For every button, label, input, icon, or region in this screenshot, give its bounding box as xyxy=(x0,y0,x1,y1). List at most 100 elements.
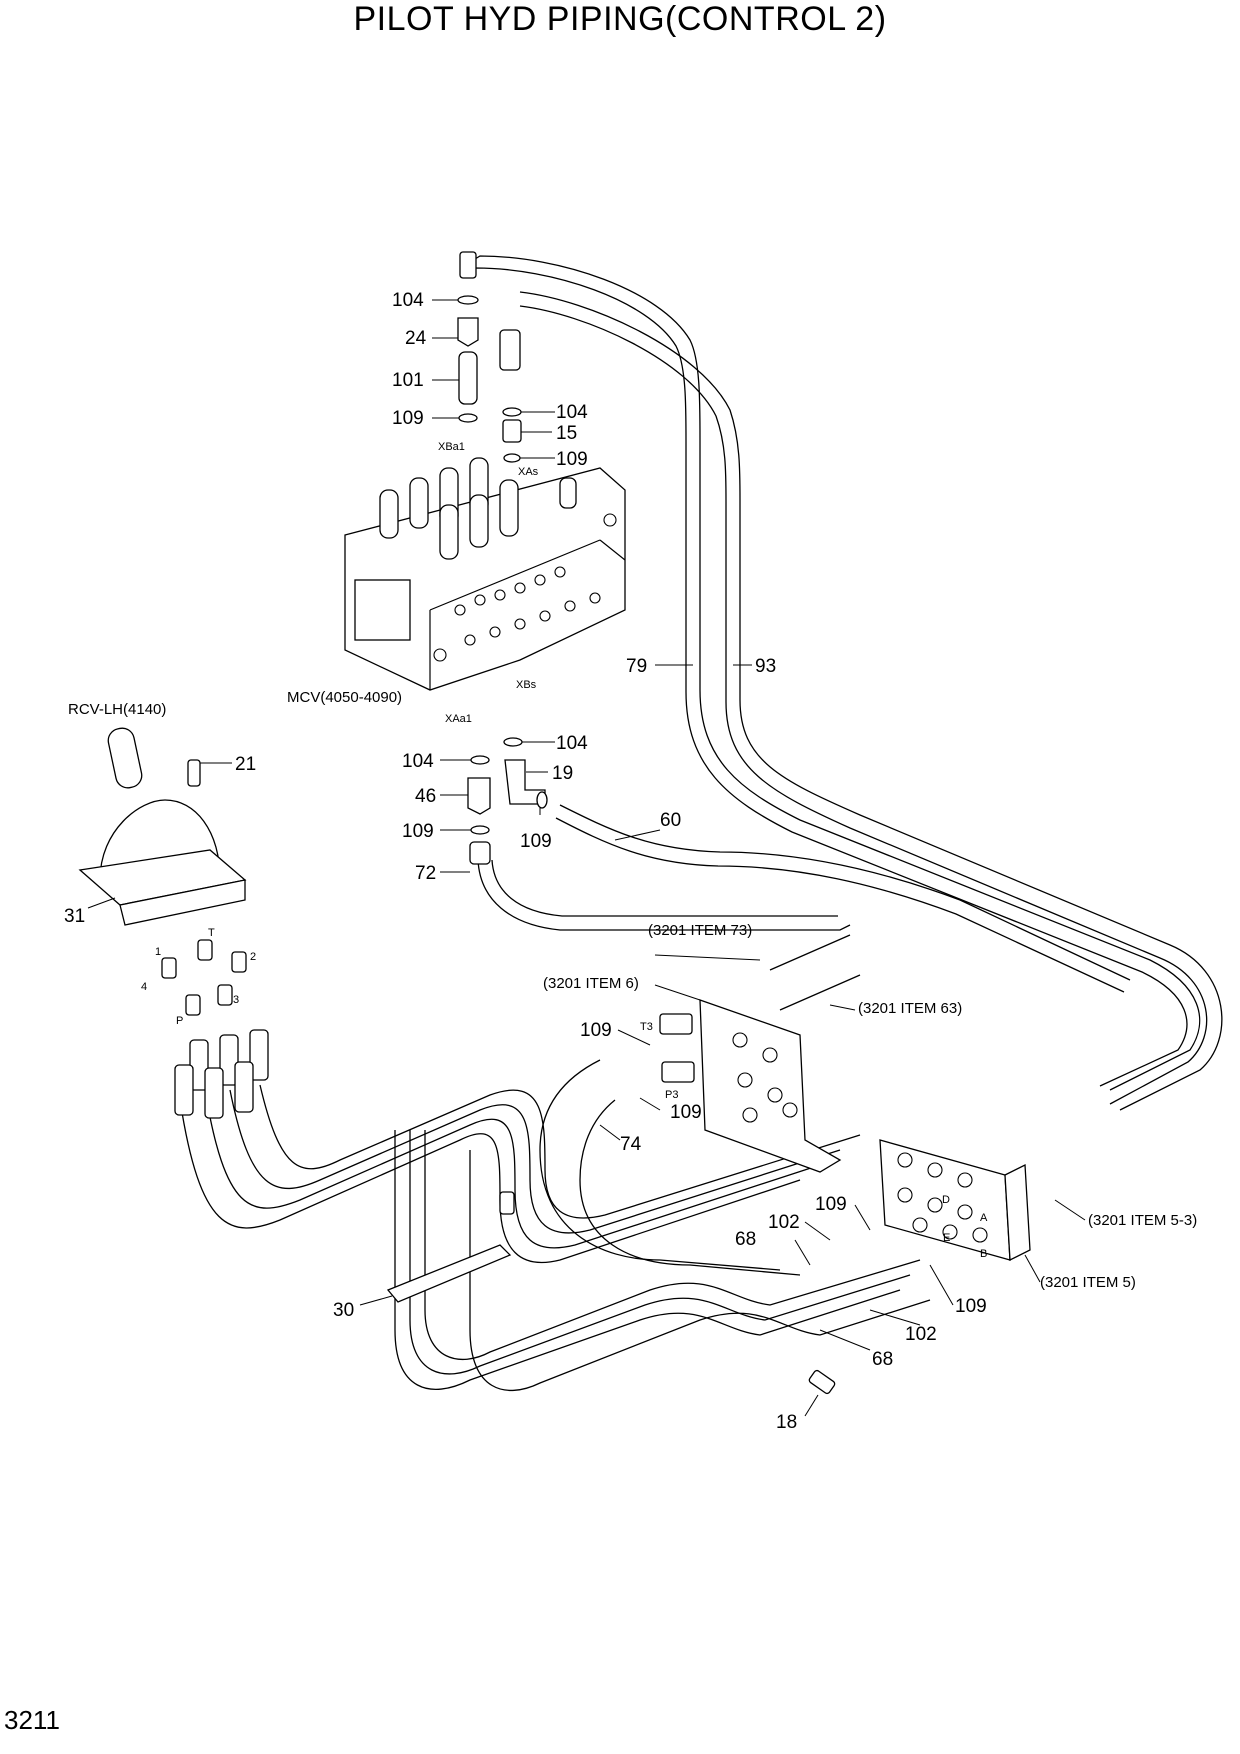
callout-109-h: 109 xyxy=(955,1296,987,1317)
check-valve-101 xyxy=(458,351,478,405)
label-ref-item-73: (3201 ITEM 73) xyxy=(648,922,752,939)
callout-15: 15 xyxy=(556,423,577,444)
leader-lines xyxy=(87,299,1086,1417)
callout-101: 101 xyxy=(392,370,424,391)
callout-104-a: 104 xyxy=(392,290,424,311)
tee-block-item-6 xyxy=(659,999,842,1173)
hose-93-outline xyxy=(519,305,1208,1105)
rcv-hose-4 xyxy=(259,1084,861,1219)
oring-109-bottom xyxy=(470,825,490,835)
port-1: 1 xyxy=(155,946,161,958)
callout-30: 30 xyxy=(333,1300,354,1321)
mcv-ports xyxy=(433,513,617,662)
oring-104-top xyxy=(457,295,479,305)
bolt-21 xyxy=(187,759,201,787)
port-3: 3 xyxy=(233,994,239,1006)
tee-46 xyxy=(467,777,491,815)
rcv-lh-assembly xyxy=(78,727,269,1119)
rcv-port-fittings xyxy=(161,939,269,1119)
hose-60-outline xyxy=(555,817,1125,993)
rcv-hose-2 xyxy=(204,1089,821,1249)
port-d: D xyxy=(942,1194,950,1206)
oring-104-xbs xyxy=(503,737,523,747)
joystick-grip xyxy=(107,727,143,789)
port-4: 4 xyxy=(141,981,147,993)
hose-93 xyxy=(519,291,1223,1111)
mcv-bottom-fittings xyxy=(467,737,548,865)
hose-fitting-72 xyxy=(469,841,491,865)
callout-18: 18 xyxy=(776,1412,797,1433)
callout-109-c: 109 xyxy=(402,821,434,842)
port-xaa1: XAa1 xyxy=(445,713,472,725)
mcv-spools xyxy=(379,457,577,560)
tee-t3 xyxy=(659,1013,693,1035)
callout-102-a: 102 xyxy=(768,1212,800,1233)
rcv-body xyxy=(119,879,246,926)
callout-104-d: 104 xyxy=(402,751,434,772)
callout-104-b: 104 xyxy=(556,402,588,423)
label-rcv-lh: RCV-LH(4140) xyxy=(68,701,166,718)
port-xba1: XBa1 xyxy=(438,441,465,453)
callout-19: 19 xyxy=(552,763,573,784)
port-xas: XAs xyxy=(518,466,539,478)
callout-74: 74 xyxy=(620,1134,642,1155)
hose-74-b xyxy=(579,1099,801,1276)
bolt-18 xyxy=(808,1369,836,1395)
hose-item-63 xyxy=(779,974,861,1011)
page-number: 3211 xyxy=(4,1705,60,1735)
oring-109-right xyxy=(503,453,521,463)
callout-109-d: 109 xyxy=(520,831,552,852)
callout-68-a: 68 xyxy=(735,1229,756,1250)
hose-79-outline xyxy=(465,267,1188,1087)
callout-68-b: 68 xyxy=(872,1349,893,1370)
fitting-top xyxy=(459,251,477,279)
hose-group xyxy=(179,255,1223,1391)
hose-60 xyxy=(559,804,1131,981)
port-t: T xyxy=(208,927,215,939)
label-ref-item-5: (3201 ITEM 5) xyxy=(1040,1274,1136,1291)
label-mcv: MCV(4050-4090) xyxy=(287,689,402,706)
callout-46: 46 xyxy=(415,786,436,807)
label-ref-item-5-3: (3201 ITEM 5-3) xyxy=(1088,1212,1197,1229)
component-labels: MCV(4050-4090) RCV-LH(4140) (3201 ITEM 7… xyxy=(68,689,1197,1291)
oring-109-elbow xyxy=(536,791,548,809)
mcv-end-block xyxy=(354,579,411,641)
port-a: A xyxy=(980,1212,988,1224)
rcv-hose-8 xyxy=(469,1150,931,1391)
callout-24: 24 xyxy=(405,328,427,349)
oring-109-top xyxy=(458,413,478,423)
manifold-side xyxy=(1004,1163,1031,1262)
adapter-15 xyxy=(502,419,522,443)
hose-fitting-93 xyxy=(499,329,521,371)
elbow-19 xyxy=(504,759,546,805)
callout-21: 21 xyxy=(235,754,256,775)
hose-item-73 xyxy=(769,934,851,971)
callout-79: 79 xyxy=(626,656,647,677)
label-ref-item-63: (3201 ITEM 63) xyxy=(858,1000,962,1017)
port-xbs: XBs xyxy=(516,679,537,691)
callout-109-a: 109 xyxy=(392,408,424,429)
callout-109-g: 109 xyxy=(815,1194,847,1215)
port-e: E xyxy=(943,1232,950,1244)
oring-104-right xyxy=(502,407,522,417)
callout-60: 60 xyxy=(660,810,681,831)
rcv-hose-6 xyxy=(409,1130,911,1375)
mcv-assembly xyxy=(344,457,626,691)
hose-clamp-30 xyxy=(386,1244,512,1303)
port-p3: P3 xyxy=(665,1089,678,1101)
tee-p3 xyxy=(661,1061,695,1083)
hose-72 xyxy=(477,859,851,931)
port-2: 2 xyxy=(250,951,256,963)
rcv-hose-1 xyxy=(179,1099,801,1264)
callout-72: 72 xyxy=(415,863,436,884)
rcv-hose-7 xyxy=(424,1130,921,1361)
tee-24 xyxy=(457,317,479,347)
port-labels: XBa1 XAs XBs XAa1 T 1 2 3 4 P T3 P3 D A … xyxy=(141,441,988,1260)
callout-93: 93 xyxy=(755,656,776,677)
callout-labels: 104 24 101 109 104 15 109 79 93 104 104 … xyxy=(64,290,987,1433)
port-b: B xyxy=(980,1248,987,1260)
callout-109-b: 109 xyxy=(556,449,588,470)
hose-72-outline xyxy=(491,859,838,917)
